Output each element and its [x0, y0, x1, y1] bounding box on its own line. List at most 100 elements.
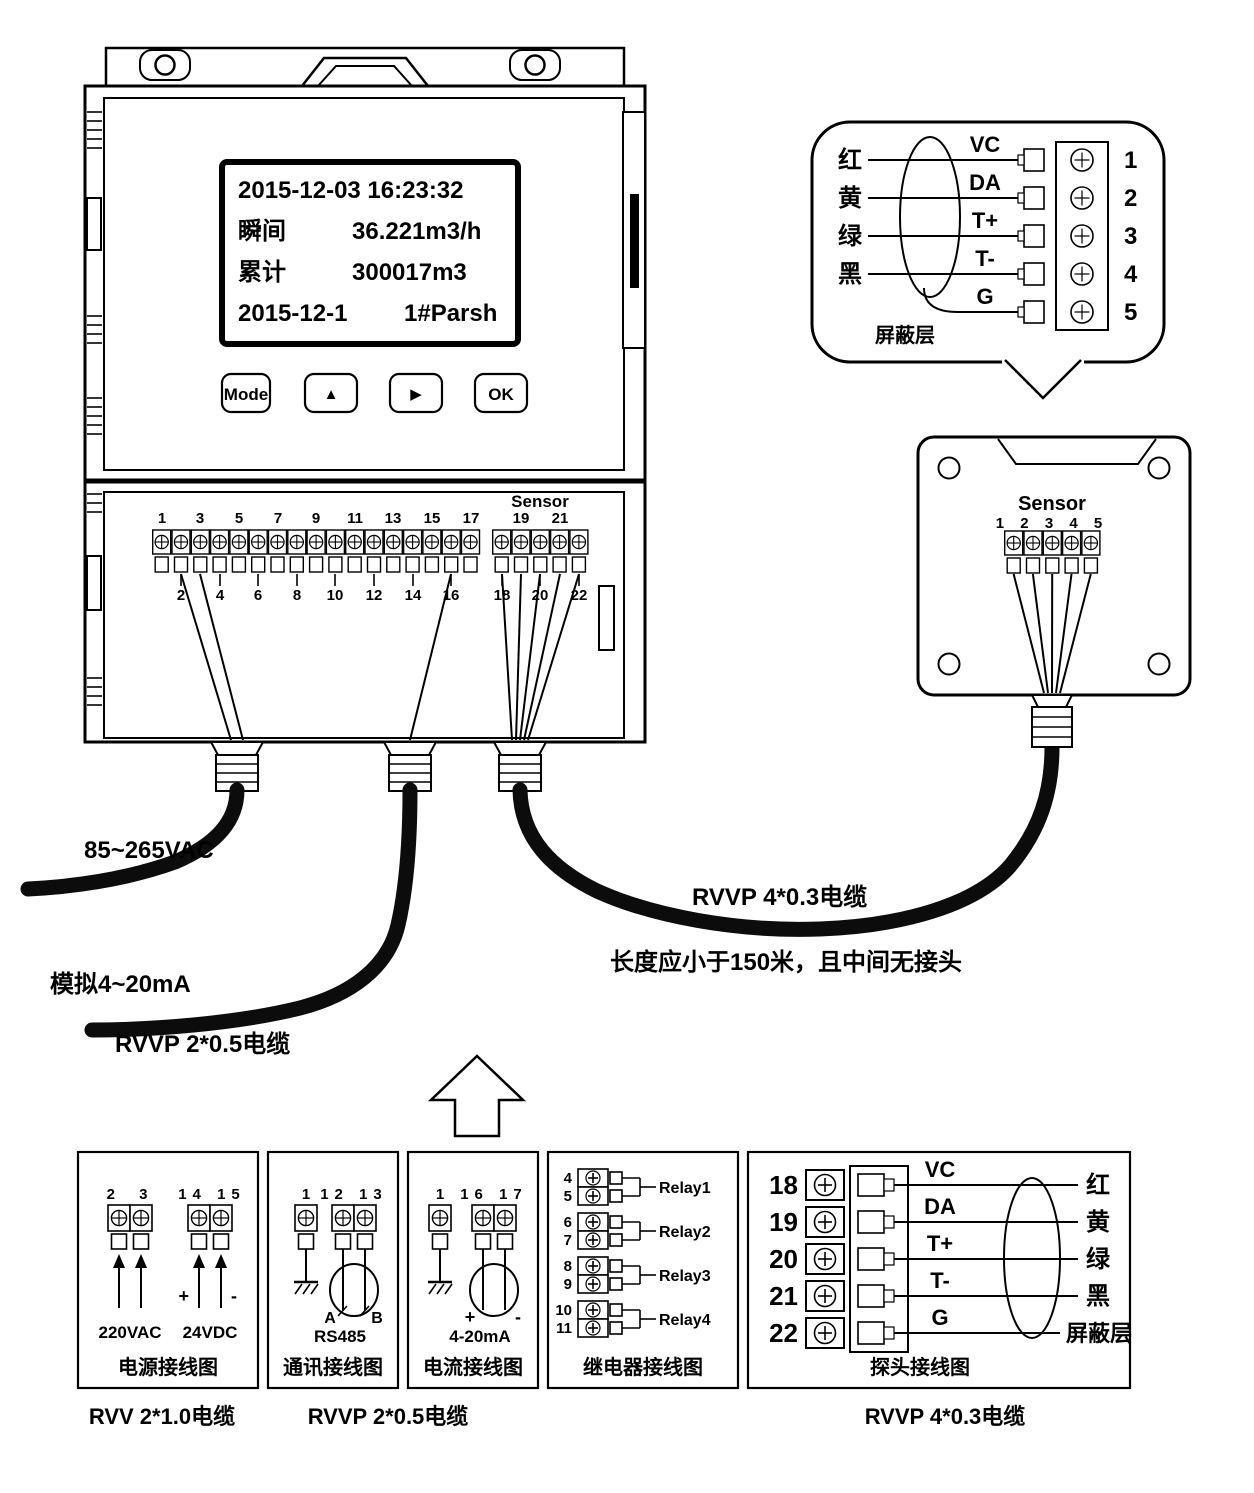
signal-g: G — [931, 1305, 948, 1330]
terminal-number: 11 — [347, 510, 363, 527]
signal-da: DA — [924, 1194, 956, 1219]
plus-sign: + — [465, 1307, 476, 1327]
display-instant-value: 36.221m3/h — [352, 218, 481, 245]
terminal-number: 14 — [405, 587, 422, 604]
up-arrow-symbol — [427, 1054, 527, 1138]
comm-terminal-numbers-2: 12 13 — [320, 1186, 388, 1203]
ok-button-label: OK — [488, 385, 514, 404]
power-24vdc-label: 24VDC — [183, 1323, 238, 1342]
sensor-wires — [868, 159, 1018, 313]
shield-layer-label: 屏蔽层 — [875, 323, 935, 347]
display-site: 1#Parsh — [404, 300, 497, 327]
sensor-wiring-detail: 红 黄 绿 黑 VC DA T+ T- G 1 2 3 4 5 — [810, 120, 1166, 400]
wire-color-red: 红 — [1086, 1171, 1110, 1199]
current-range-label: 4-20mA — [449, 1327, 510, 1346]
power-wiring-panel: 2 3 14 15 + - 220VAC 24VDC 电源接线图 — [76, 1150, 260, 1390]
terminal-number: 20 — [532, 587, 549, 604]
terminal-number: 21 — [769, 1281, 798, 1311]
left-vent-slots — [86, 111, 102, 435]
comm-shield-ellipse — [329, 1263, 379, 1317]
analog-cable — [84, 782, 418, 1038]
terminal-number: 19 — [513, 510, 530, 527]
terminal-number: 11 — [556, 1320, 572, 1337]
signal-tplus: T+ — [927, 1231, 953, 1256]
terminal-number: 3 — [1124, 223, 1137, 250]
terminal-number: 20 — [769, 1244, 798, 1274]
terminal-number: 10 — [327, 587, 344, 604]
relay-panel-caption: 继电器接线图 — [583, 1355, 703, 1379]
terminal-number: 18 — [769, 1170, 798, 1200]
wire-color-yellow: 黄 — [1086, 1209, 1110, 1236]
probe-wire-color-labels: 红 黄 绿 黑 屏蔽层 — [1066, 1171, 1132, 1346]
terminal-number: 22 — [769, 1318, 798, 1348]
junction-title: Sensor — [1018, 493, 1086, 515]
right-button: ▶ — [388, 372, 444, 414]
wire-shield-label: 屏蔽层 — [1066, 1321, 1132, 1346]
signal-tminus: T- — [975, 246, 995, 271]
terminal-numbers-bottom: 2 4 6 8 10 12 14 16 18 20 22 — [177, 574, 587, 604]
ok-button: OK — [473, 372, 529, 414]
current-wiring-panel: 1 16 17 + - 4-20mA 电流接线图 — [406, 1150, 540, 1390]
terminal-strip-main — [151, 529, 481, 573]
terminal-number: 2 — [177, 587, 185, 604]
power-cable-type-label: RVV 2*1.0电缆 — [89, 1404, 235, 1429]
junction-cable-gland — [1030, 694, 1074, 748]
wire-color-green: 绿 — [1086, 1245, 1111, 1273]
terminal-number: 2 — [1124, 185, 1137, 212]
probe-shield-ellipse — [1003, 1177, 1061, 1339]
sensor-terminal-numbers: 1 2 3 4 5 — [1124, 147, 1138, 326]
display-total-label: 累计 — [238, 259, 286, 286]
junction-wires — [1012, 573, 1092, 694]
plus-sign: + — [178, 1286, 189, 1306]
up-arrow-icon: ▲ — [324, 386, 339, 403]
terminal-number: 6 — [564, 1214, 572, 1231]
display-instant-label: 瞬间 — [238, 218, 286, 245]
rs485-b-label: B — [371, 1310, 383, 1327]
right-arrow-icon: ▶ — [410, 386, 422, 403]
terminal-number: 5 — [564, 1188, 572, 1205]
terminal-number: 1 — [1124, 147, 1137, 174]
terminal-number: 4 — [564, 1170, 573, 1187]
junction-terminal-numbers: 1 2 3 4 5 — [996, 515, 1108, 532]
shield-ellipse — [899, 136, 961, 298]
wire-color-black: 黑 — [838, 261, 862, 288]
terminal-number: 7 — [274, 510, 282, 527]
analog-signal-label: 模拟4~20mA — [50, 971, 191, 998]
terminal-number: 15 — [424, 510, 441, 527]
terminal-number: 10 — [555, 1302, 572, 1319]
terminal-number: 3 — [196, 510, 204, 527]
right-side-slot — [622, 111, 646, 349]
probe-wiring-panel: 18 19 20 21 22 VC DA T+ T- G 红 黄 绿 — [746, 1150, 1132, 1390]
terminal-number: 13 — [385, 510, 402, 527]
comm-terminal-number-1: 1 — [302, 1186, 310, 1203]
mount-screw-hole-left — [154, 54, 176, 76]
terminal-number: 9 — [312, 510, 320, 527]
probe-wires — [894, 1184, 1078, 1334]
sensor-cable-gland — [492, 741, 548, 792]
signal-tminus: T- — [930, 1268, 950, 1293]
wire-color-black: 黑 — [1086, 1283, 1110, 1310]
terminal-number: 5 — [1124, 299, 1137, 326]
terminal-number: 18 — [494, 587, 511, 604]
analog-cable-type-label: RVVP 2*0.5电缆 — [115, 1030, 290, 1058]
junction-screw-hole — [937, 652, 961, 676]
signal-tplus: T+ — [972, 208, 998, 233]
up-button: ▲ — [303, 372, 359, 414]
junction-terminal-strip — [1004, 530, 1101, 574]
signal-da: DA — [969, 170, 1001, 195]
power-terminal-numbers-2: 14 15 — [178, 1186, 246, 1203]
mode-button-label: Mode — [224, 385, 268, 404]
compartment-left-vents — [86, 493, 102, 706]
rs485-label: RS485 — [314, 1327, 366, 1346]
power-cable — [20, 782, 245, 897]
display-datetime: 2015-12-03 16:23:32 — [238, 177, 464, 204]
relay-wiring-panel: 4 5 6 7 8 9 10 11 Relay1 Relay2 Relay3 R… — [546, 1150, 740, 1390]
probe-clamp-strip — [849, 1165, 909, 1353]
relay-terminals — [577, 1168, 623, 1338]
wire-color-green: 绿 — [838, 222, 863, 250]
terminal-numbers-top: 1 3 5 7 9 11 13 15 17 19 21 — [158, 510, 569, 527]
sensor-cable — [512, 739, 1060, 937]
power-arrows — [113, 1254, 227, 1308]
probe-panel-caption: 探头接线图 — [870, 1355, 970, 1379]
